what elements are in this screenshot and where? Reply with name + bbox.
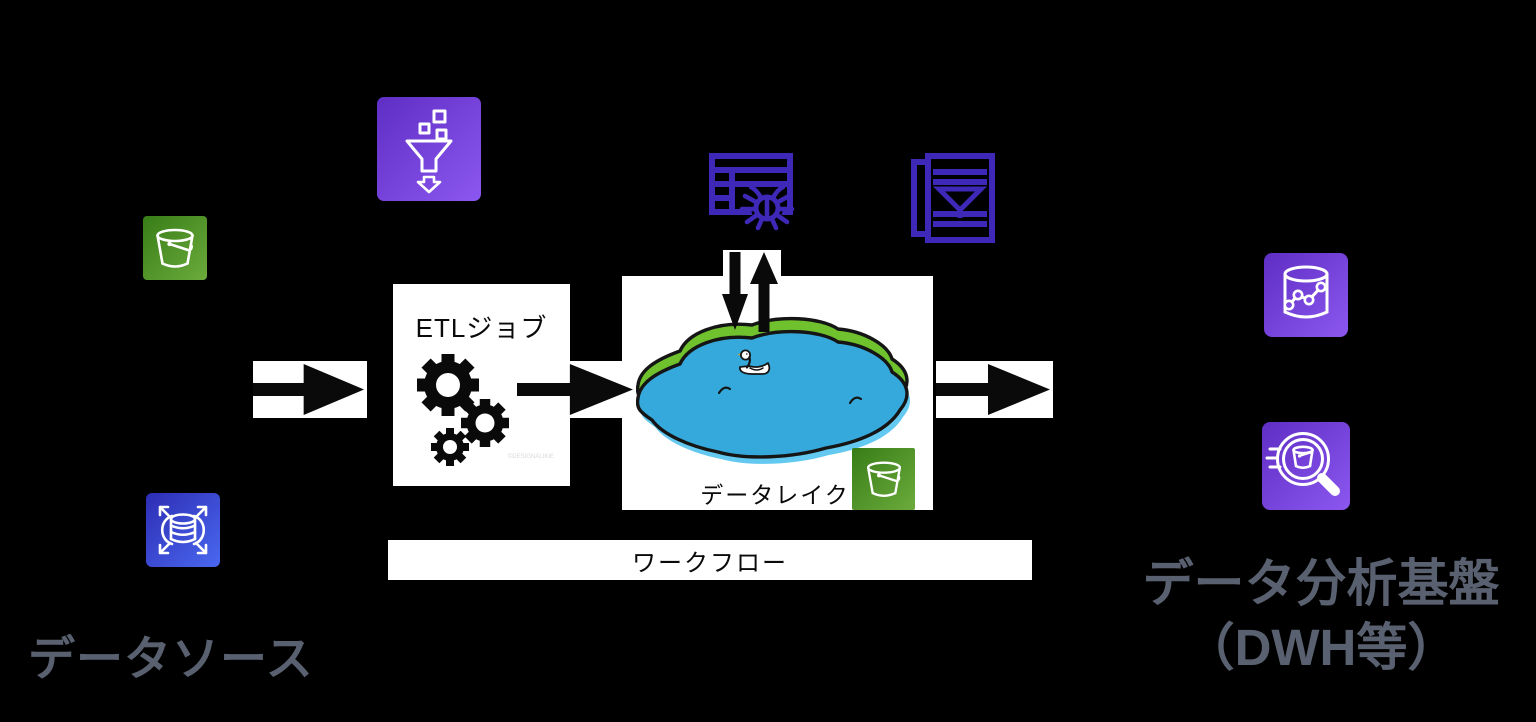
s3-bucket-icon xyxy=(852,448,915,510)
etl-job-box: ETLジョブ xyxy=(393,284,570,486)
duck-illustration xyxy=(737,349,771,375)
bucket-glyph xyxy=(156,228,194,268)
right-arrow-icon xyxy=(253,364,365,415)
data-funnel-icon xyxy=(377,97,481,201)
illustration-watermark: ©DESIGNALIKIE xyxy=(507,454,554,460)
table-crawler-bug-icon xyxy=(709,153,795,231)
arrow-etl-to-lake xyxy=(517,361,636,418)
data-lake-label: データレイク xyxy=(700,482,850,508)
s3-bucket-icon xyxy=(143,216,207,280)
bucket-glyph xyxy=(866,461,901,497)
analytics-label-line2: （DWH等） xyxy=(1183,619,1459,676)
lake-illustration xyxy=(635,316,910,464)
arrow-source-to-etl xyxy=(253,361,367,418)
database-arrows-glyph xyxy=(158,505,208,555)
workflow-bar: ワークフロー xyxy=(388,540,1032,580)
arrow-lake-to-analytics xyxy=(936,361,1053,418)
catalog-book-funnel-icon xyxy=(911,153,995,243)
right-arrow-icon xyxy=(517,364,633,415)
funnel-glyph xyxy=(405,109,453,194)
arrows-lake-crawler xyxy=(722,252,778,332)
right-arrow-icon xyxy=(936,364,1050,415)
gears-icon xyxy=(417,354,509,466)
etl-job-label: ETLジョブ xyxy=(415,313,548,343)
data-lake-box: データレイク xyxy=(622,276,933,510)
data-source-label: データソース xyxy=(28,632,314,685)
workflow-label: ワークフロー xyxy=(632,549,788,577)
database-chart-glyph xyxy=(1283,265,1329,319)
analytics-platform-label: データ分析基盤 （DWH等） xyxy=(1125,552,1517,680)
analytics-label-line1: データ分析基盤 xyxy=(1142,555,1500,612)
database-chart-icon xyxy=(1264,253,1348,337)
scalable-database-icon xyxy=(146,493,220,567)
magnifier-bucket-glyph xyxy=(1265,432,1340,496)
magnifier-bucket-icon xyxy=(1262,422,1350,510)
